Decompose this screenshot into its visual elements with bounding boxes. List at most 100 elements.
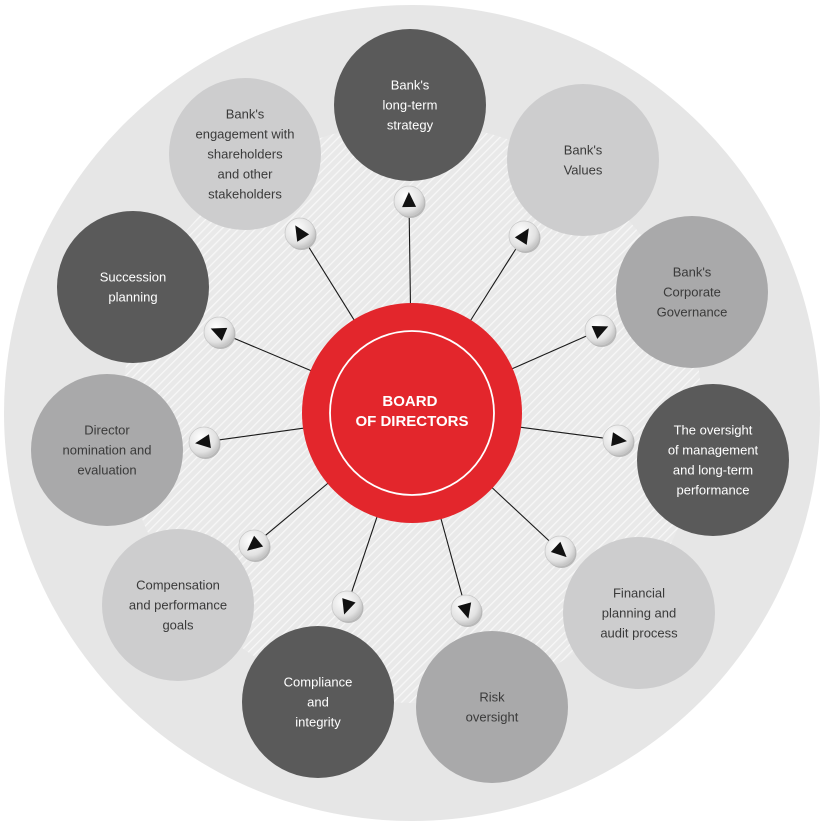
node-label-line: Bank's — [673, 265, 712, 280]
node-label-line: of management — [668, 443, 759, 458]
arrow-knob — [584, 314, 617, 347]
node-label-line: stakeholders — [208, 187, 282, 202]
arrowhead-icon — [550, 541, 567, 558]
node-financial-planning: Financial planning and audit process — [563, 537, 715, 689]
node-label-line: audit process — [600, 626, 678, 641]
node-circle — [616, 216, 768, 368]
arrow-knob — [238, 529, 271, 562]
node-label-line: Succession — [100, 270, 166, 285]
arrow-knob — [450, 594, 483, 627]
node-label-line: Bank's — [564, 143, 603, 158]
arrow-knob — [544, 535, 577, 568]
arrowhead-icon — [611, 432, 627, 447]
arrowhead-icon — [195, 434, 211, 449]
node-label: Financial planning and audit process — [600, 586, 678, 641]
node-label-line: long-term — [383, 98, 438, 113]
connectors — [207, 204, 615, 607]
connector-line — [207, 427, 306, 442]
center-title: BOARD OF DIRECTORS — [355, 393, 468, 430]
node-circle — [637, 384, 789, 536]
center-inner-ring — [329, 330, 495, 496]
node-label-line: Financial — [613, 586, 665, 601]
arrowhead-icon — [402, 192, 417, 208]
node-label: Succession planning — [100, 270, 166, 305]
node-label-line: Governance — [657, 305, 728, 320]
connector-line — [510, 331, 597, 370]
node-label-line: Bank's — [226, 107, 265, 122]
connector-line — [347, 515, 379, 603]
arrow-knob — [203, 316, 236, 349]
node-label-line: and — [307, 695, 329, 710]
node-risk-oversight: Risk oversight — [416, 631, 568, 783]
node-label-line: shareholders — [207, 147, 283, 162]
node-label-line: oversight — [466, 710, 519, 725]
connector-line — [490, 486, 558, 549]
node-label-line: Values — [564, 163, 603, 178]
node-label-line: and performance — [129, 598, 227, 613]
node-label-line: nomination and — [63, 443, 152, 458]
node-label-line: Bank's — [391, 78, 430, 93]
connector-line — [519, 426, 615, 441]
arrow-knob — [602, 424, 635, 457]
arrowhead-icon — [295, 225, 310, 242]
node-label-line: engagement with — [195, 127, 294, 142]
node-label-line: Corporate — [663, 285, 721, 300]
center-hub: BOARD OF DIRECTORS — [302, 303, 522, 523]
center-circle — [302, 303, 522, 523]
connector-line — [440, 517, 466, 607]
node-label-line: Compensation — [136, 578, 220, 593]
node-label-line: Director — [84, 423, 130, 438]
arrowhead-icon — [247, 535, 264, 551]
node-succession-planning: Succession planning — [57, 211, 209, 363]
node-label-line: planning and — [602, 606, 676, 621]
node-circle — [57, 211, 209, 363]
connector-line — [469, 239, 523, 323]
arrowhead-icon — [514, 228, 529, 245]
arrow-knob — [393, 185, 426, 218]
node-label-line: and other — [218, 167, 274, 182]
arrow-knob — [188, 426, 221, 459]
node-circle — [507, 84, 659, 236]
node-label-line: planning — [108, 290, 157, 305]
node-circle — [416, 631, 568, 783]
node-circle — [334, 29, 486, 181]
node-circle — [31, 374, 183, 526]
arrowhead-icon — [342, 598, 356, 615]
node-label-line: Compliance — [284, 675, 353, 690]
connector-line — [408, 204, 412, 306]
node-label-line: integrity — [295, 715, 341, 730]
connector-line — [256, 481, 330, 543]
center-title-line-2: OF DIRECTORS — [355, 413, 468, 430]
arrowhead-icon — [591, 326, 609, 339]
node-label-line: Risk — [479, 690, 505, 705]
node-label-line: strategy — [387, 118, 434, 133]
connector-line — [301, 236, 356, 322]
connector-line — [222, 333, 313, 372]
arrow-knob — [284, 217, 317, 250]
arrow-knobs — [188, 185, 635, 627]
node-label: Compliance and integrity — [284, 675, 353, 730]
node-label: Risk oversight — [466, 690, 519, 725]
node-director-nomination: Director nomination and evaluation — [31, 374, 183, 526]
node-label: Director nomination and evaluation — [63, 423, 152, 478]
center-title-line-1: BOARD — [382, 393, 437, 410]
arrow-knob — [331, 590, 364, 623]
node-circle — [242, 626, 394, 778]
node-shareholder-engagement: Bank's engagement with shareholders and oth… — [169, 78, 321, 230]
arrow-knob — [508, 220, 541, 253]
node-circle — [102, 529, 254, 681]
node-circle — [169, 78, 321, 230]
arrowhead-icon — [210, 327, 228, 341]
arrowhead-icon — [457, 602, 472, 619]
node-label-line: evaluation — [77, 463, 136, 478]
